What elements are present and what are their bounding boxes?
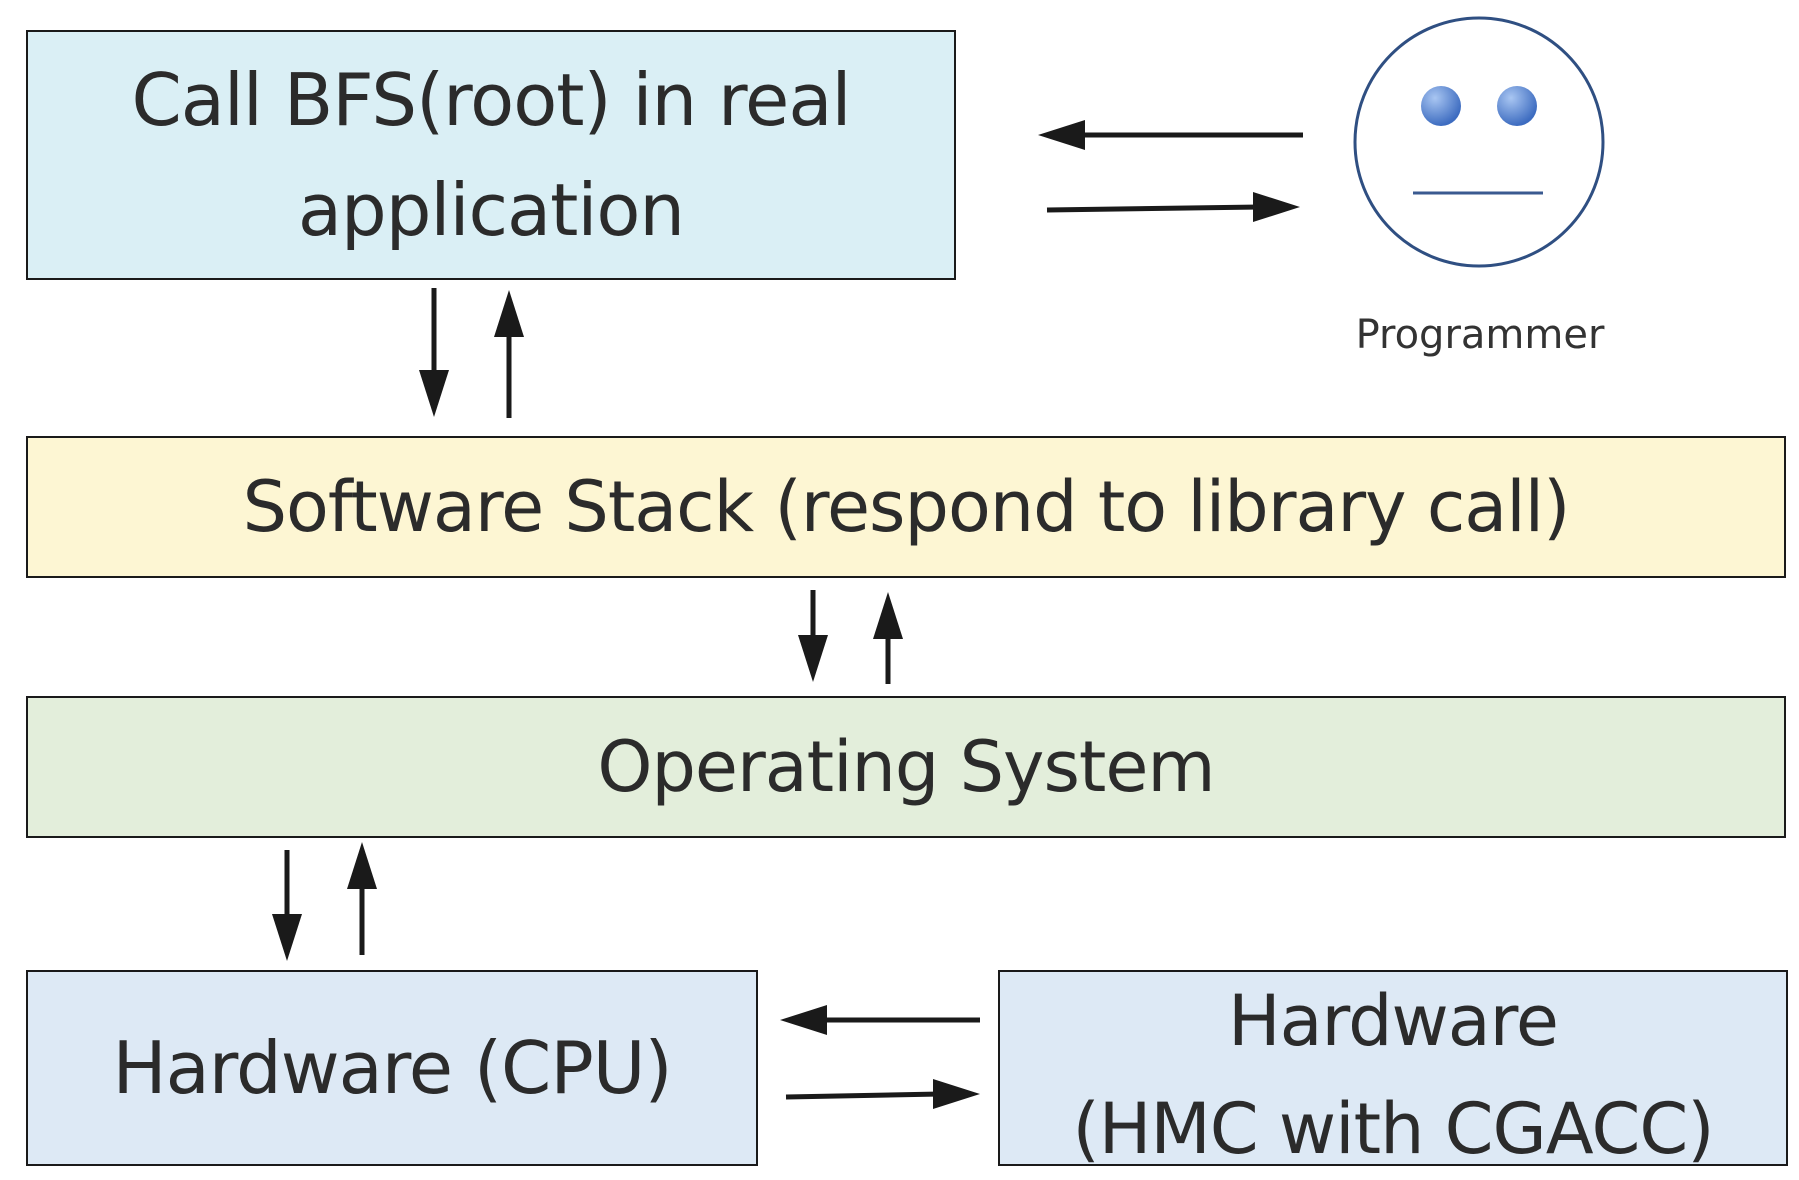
hardware-hmc-line2: (HMC with CGACC) (1072, 1088, 1714, 1166)
arrow-programmer-to-app (1038, 120, 1303, 150)
arrow-os-to-cpu (272, 850, 302, 961)
application-box-line2: application (297, 168, 685, 252)
application-box: Call BFS(root) in real application (26, 30, 956, 280)
arrow-app-to-programmer (1046, 192, 1300, 222)
arrow-hmc-to-cpu (780, 1005, 980, 1035)
arrow-os-to-software (873, 592, 903, 684)
arrow-software-to-app (494, 290, 524, 418)
hardware-hmc-box: Hardware (HMC with CGACC) (998, 970, 1788, 1166)
arrow-software-to-os (798, 590, 828, 682)
hardware-hmc-line1: Hardware (1228, 980, 1559, 1062)
arrow-cpu-to-os (347, 842, 377, 955)
operating-system-box: Operating System (26, 696, 1786, 838)
hardware-cpu-label: Hardware (CPU) (112, 1026, 672, 1110)
application-box-line1: Call BFS(root) in real (131, 58, 852, 142)
neutral-face-icon (1353, 16, 1605, 268)
face-right-eye (1497, 86, 1537, 126)
programmer-label: Programmer (1355, 312, 1605, 358)
face-outline (1353, 16, 1605, 268)
arrow-app-to-software (419, 288, 449, 417)
arrow-cpu-to-hmc (785, 1079, 980, 1109)
software-stack-box: Software Stack (respond to library call) (26, 436, 1786, 578)
software-stack-label: Software Stack (respond to library call) (242, 466, 1571, 548)
face-left-eye (1421, 86, 1461, 126)
hardware-cpu-box: Hardware (CPU) (26, 970, 758, 1166)
operating-system-label: Operating System (597, 726, 1215, 808)
